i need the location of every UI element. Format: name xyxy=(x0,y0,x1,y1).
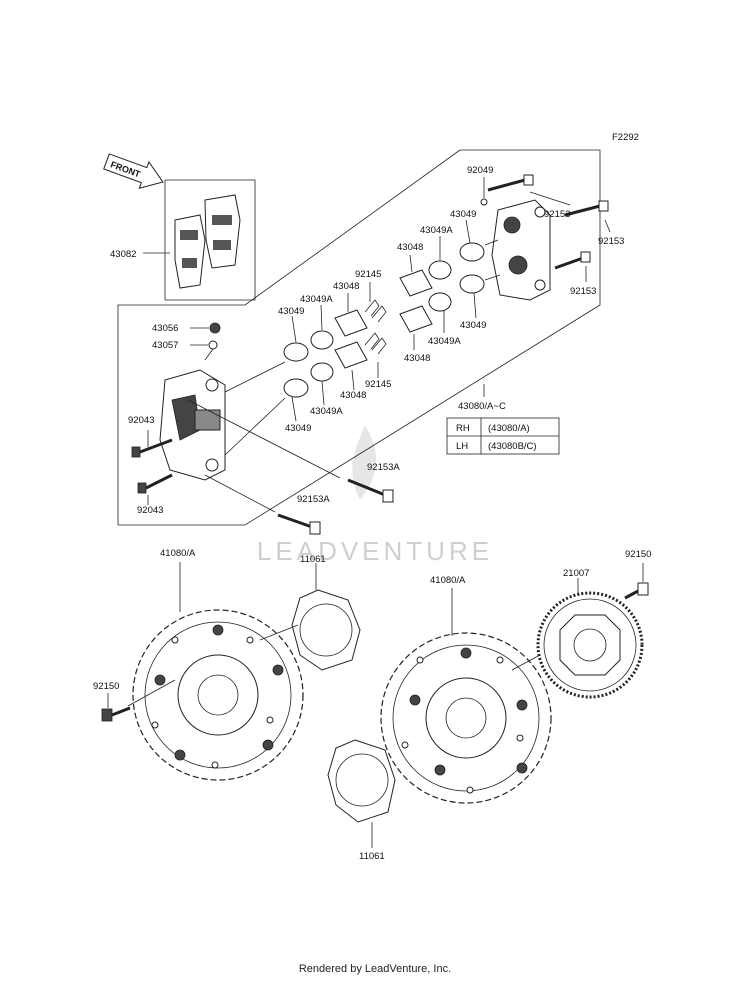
label-92145-b: 92145 xyxy=(365,379,391,390)
label-43049A-b: 43049A xyxy=(310,406,343,417)
piston-seals-right xyxy=(399,242,485,333)
bolt-92150-right xyxy=(624,582,649,600)
label-43048-a: 43048 xyxy=(333,281,359,292)
left-caliper-body xyxy=(159,369,226,481)
label-92153-b: 92153 xyxy=(598,236,624,247)
label-43048-d: 43048 xyxy=(404,353,430,364)
label-92153-a: 92153 xyxy=(544,209,570,220)
label-41080-a: 41080/A xyxy=(160,548,196,559)
washer-92049 xyxy=(480,198,488,206)
brake-pads xyxy=(174,194,241,289)
label-43057: 43057 xyxy=(152,340,178,351)
bolt-92043-upper xyxy=(131,438,173,458)
label-11061-a: 11061 xyxy=(300,554,326,565)
label-92153A-a: 92153A xyxy=(367,462,400,473)
bolt-92153-1 xyxy=(487,174,534,192)
bolt-92153A-1 xyxy=(347,478,394,503)
label-11061-b: 11061 xyxy=(359,851,385,862)
brake-disc-left xyxy=(132,609,304,781)
label-92145-a: 92145 xyxy=(355,269,381,280)
label-43049-d: 43049 xyxy=(460,320,486,331)
bolt-92150-left xyxy=(101,706,131,722)
label-43049A-d: 43049A xyxy=(428,336,461,347)
label-43049-c: 43049 xyxy=(450,209,476,220)
rh-lh-table: RH (43080/A) LH (43080B/C) xyxy=(446,417,560,455)
table-side-lh: LH xyxy=(456,441,468,452)
footer-credit: Rendered by LeadVenture, Inc. xyxy=(298,963,452,975)
watermark-text: LEADVENTURE xyxy=(257,536,493,566)
label-43049A-c: 43049A xyxy=(420,225,453,236)
label-41080-b: 41080/A xyxy=(430,575,466,586)
label-43080: 43080/A~C xyxy=(458,401,506,412)
label-92049: 92049 xyxy=(467,165,493,176)
diagram-code: F2292 xyxy=(612,132,639,143)
table-side-rh: RH xyxy=(456,423,470,434)
abs-rotor-21007 xyxy=(536,591,644,699)
watermark: LEADVENTURE xyxy=(257,425,493,566)
label-92153A-b: 92153A xyxy=(297,494,330,505)
bolt-92153A-2 xyxy=(277,513,321,535)
right-caliper-body xyxy=(491,199,551,301)
bleeder-cap xyxy=(204,322,221,361)
label-92153-c: 92153 xyxy=(570,286,596,297)
front-arrow-icon: FRONT xyxy=(103,153,164,190)
label-92043-lower: 92043 xyxy=(137,505,163,516)
caliper-assembly-frame xyxy=(117,149,601,526)
pad-set-frame xyxy=(164,179,256,301)
label-92043-upper: 92043 xyxy=(128,415,154,426)
label-43082: 43082 xyxy=(110,249,136,260)
brake-disc-right xyxy=(380,632,552,804)
label-43048-c: 43048 xyxy=(397,242,423,253)
label-43049A-a: 43049A xyxy=(300,294,333,305)
gasket-11061-upper xyxy=(291,589,361,671)
table-part-lh: (43080B/C) xyxy=(488,441,537,452)
label-43048-b: 43048 xyxy=(340,390,366,401)
label-43049-b: 43049 xyxy=(285,423,311,434)
label-92150-a: 92150 xyxy=(625,549,651,560)
bolt-92153-3 xyxy=(554,251,591,270)
table-part-rh: (43080/A) xyxy=(488,423,530,434)
label-21007: 21007 xyxy=(563,568,589,579)
bolt-92043-lower xyxy=(137,473,173,494)
label-92150-b: 92150 xyxy=(93,681,119,692)
gasket-11061-lower xyxy=(327,739,396,823)
piston-seals-left xyxy=(283,299,387,398)
label-43049-a: 43049 xyxy=(278,306,304,317)
label-43056: 43056 xyxy=(152,323,178,334)
bolt-92153-2 xyxy=(564,200,609,217)
